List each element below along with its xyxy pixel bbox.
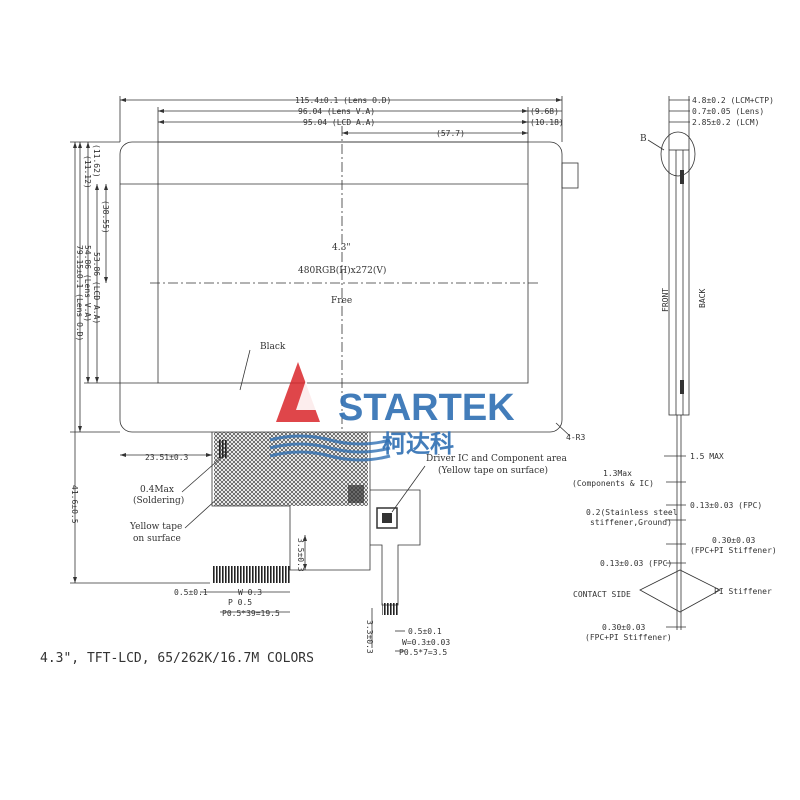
dim-lcd-aa: 95.04 (LCD A.A) (303, 118, 375, 127)
detail-b-circle (660, 131, 696, 177)
dim-11-12: (11.12) (83, 155, 92, 189)
dim-ctp-width: W=0.3±0.03 (402, 638, 450, 647)
outline-group (70, 96, 721, 652)
dim-pin-width: W 0.3 (238, 588, 262, 597)
side-stiffener-label: (FPC+PI Stiffener) (690, 546, 777, 555)
dim-pin-total: P0.5*39=19.5 (222, 609, 280, 618)
dim-9-68: (9.68) (530, 107, 559, 116)
leader-black (239, 349, 251, 391)
dim-pin-pitch: P 0.5 (228, 598, 252, 607)
side-components-label: (Components & IC) (572, 479, 654, 488)
detail-b-label: B (640, 134, 647, 144)
side-dim-lens: 0.7±0.05 (Lens) (692, 107, 764, 116)
yellow-tape-label: Yellow tape (129, 522, 182, 532)
side-components-max: 1.3Max (603, 469, 632, 478)
front-label: FRONT (661, 288, 670, 312)
side-dim-lcm: 2.85±0.2 (LCM) (692, 118, 759, 127)
dim-lcd-aa-h: 53.86 (LCD A.A) (92, 252, 101, 324)
dim-ctp-total: P0.5*7=3.5 (399, 648, 447, 657)
logo-chinese-text: 柯达科 (382, 431, 454, 458)
side-dim-1-5-max: 1.5 MAX (690, 452, 724, 461)
side-view-body (668, 149, 690, 416)
fpc-component (348, 485, 364, 503)
fpc-outline (211, 432, 371, 571)
fpc-gold-fingers (212, 566, 290, 583)
driver-ic (376, 507, 398, 529)
dim-pin-edge: 0.5±0.1 (174, 588, 208, 597)
dim-23-51: 23.51±0.3 (145, 453, 189, 462)
dim-lens-va: 96.04 (Lens V.A) (298, 107, 375, 116)
soldering-label: (Soldering) (133, 495, 184, 506)
dim-10-18: (10.18) (530, 118, 564, 127)
dim-38-55: (38.55) (101, 200, 110, 234)
pi-stiffener-label: PI Stiffener (714, 587, 772, 596)
panel-size: 4.3" (332, 243, 350, 253)
driver-ic-tape: (Yellow tape on surface) (438, 465, 548, 476)
dim-lens-od: 115.4±0.1 (Lens O.D) (295, 96, 391, 105)
leader-b (647, 139, 665, 151)
logo-brand-text: STARTEK (338, 387, 515, 429)
side-view-details (680, 170, 684, 394)
side-fpc-thickness-2: 0.13±0.03 (FPC) (600, 559, 672, 568)
back-label: BACK (698, 289, 707, 308)
panel-resolution: 480RGB(H)x272(V) (298, 265, 386, 276)
side-stiffener-dim-2: 0.30±0.03 (602, 623, 646, 632)
contact-side-detail (639, 569, 721, 613)
side-stiffener-dim: 0.30±0.03 (712, 536, 756, 545)
driver-ic-core (382, 513, 392, 523)
panel-black: Black (260, 342, 286, 352)
lcd-active-area (157, 141, 529, 384)
side-steel-label: 0.2(Stainless steel (586, 508, 678, 517)
panel-free: Free (331, 296, 352, 306)
dim-lens-va-h: 54.86 (Lens V.A) (83, 245, 92, 322)
solder-pads (218, 440, 228, 458)
logo-red-mark (276, 362, 320, 422)
ctp-fpc-outline (370, 489, 421, 606)
side-tab (561, 162, 579, 189)
dim-41-6: 41.6±0.5 (70, 485, 79, 524)
startek-logo: STARTEK 柯达科 (269, 362, 515, 462)
soldering-max: 0.4Max (140, 485, 174, 495)
side-stiffener-label-2: (FPC+PI Stiffener) (585, 633, 672, 642)
dim-57-7: (57.7) (436, 129, 465, 138)
side-dim-lcm-ctp: 4.8±0.2 (LCM+CTP) (692, 96, 774, 105)
side-fpc-thickness: 0.13±0.03 (FPC) (690, 501, 762, 510)
leader-driver (391, 465, 426, 513)
leader-yellow (184, 497, 219, 529)
dim-11-62: (11.62) (92, 144, 101, 178)
ctp-gold-fingers (382, 603, 398, 615)
dim-lens-od-h: 79.15±0.1 (Lens O.D) (75, 245, 84, 341)
dim-3-5: 3.5±0.3 (296, 538, 305, 572)
drawing-caption: 4.3", TFT-LCD, 65/262K/16.7M COLORS (40, 651, 314, 666)
dim-ctp-edge: 0.5±0.1 (408, 627, 442, 636)
yellow-tape-surface: on surface (133, 534, 181, 544)
corner-radius: 4-R3 (566, 433, 585, 442)
contact-side-label: CONTACT SIDE (573, 590, 631, 599)
side-steel-ground: stiffener,Ground) (590, 518, 672, 527)
leader-radius (555, 422, 571, 437)
dim-3-3: 3.3±0.3 (365, 620, 374, 654)
driver-ic-label: Driver IC and Component area (426, 454, 567, 464)
arrowheads (73, 98, 562, 583)
